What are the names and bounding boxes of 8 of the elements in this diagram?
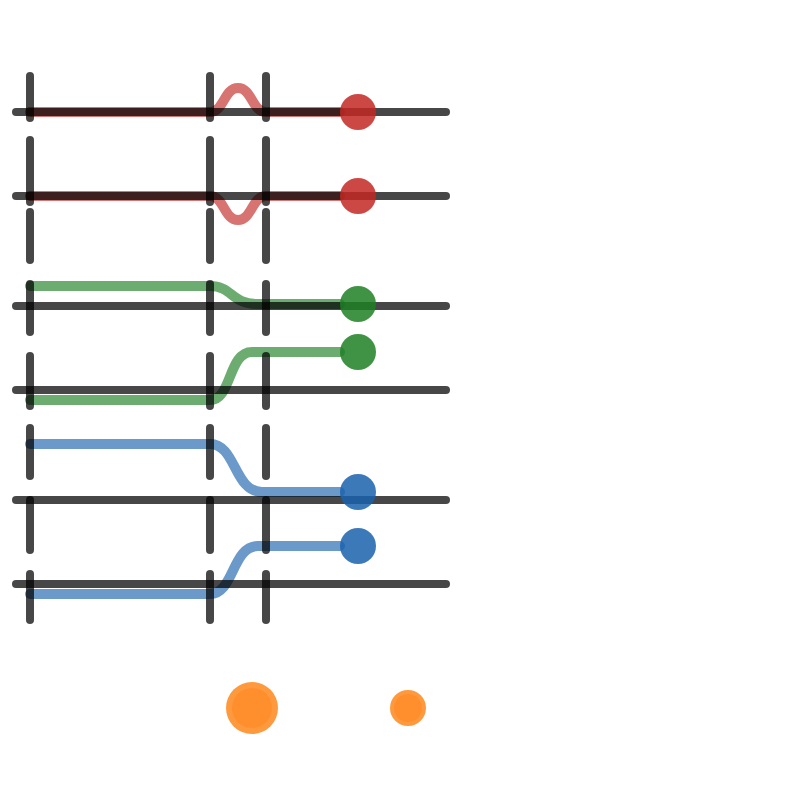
dot <box>340 528 376 564</box>
dot <box>340 94 376 130</box>
dot <box>340 474 376 510</box>
dot <box>226 682 278 734</box>
dot <box>340 178 376 214</box>
dot <box>340 286 376 322</box>
dot <box>390 690 426 726</box>
dot <box>340 334 376 370</box>
